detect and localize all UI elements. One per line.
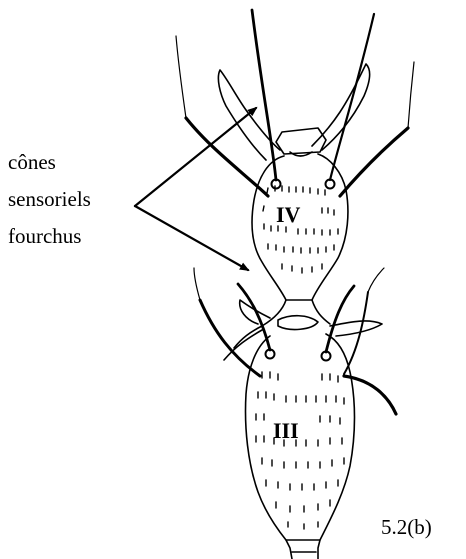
segment-iii-label: III <box>273 418 299 444</box>
annotation-line-3: fourchus <box>8 224 81 249</box>
figure-number: 5.2(b) <box>381 515 432 540</box>
annotation-line-2: sensoriels <box>8 187 91 212</box>
annotation-line-1: cônes <box>8 150 56 175</box>
segment-iii-body <box>246 334 355 540</box>
forked-cone-right-iii <box>330 321 382 336</box>
segment-iv-label: IV <box>276 202 300 228</box>
segment-iv-cap <box>276 128 326 154</box>
arrow-to-upper-cone <box>135 108 256 206</box>
arrow-to-lower-cone <box>135 206 248 270</box>
